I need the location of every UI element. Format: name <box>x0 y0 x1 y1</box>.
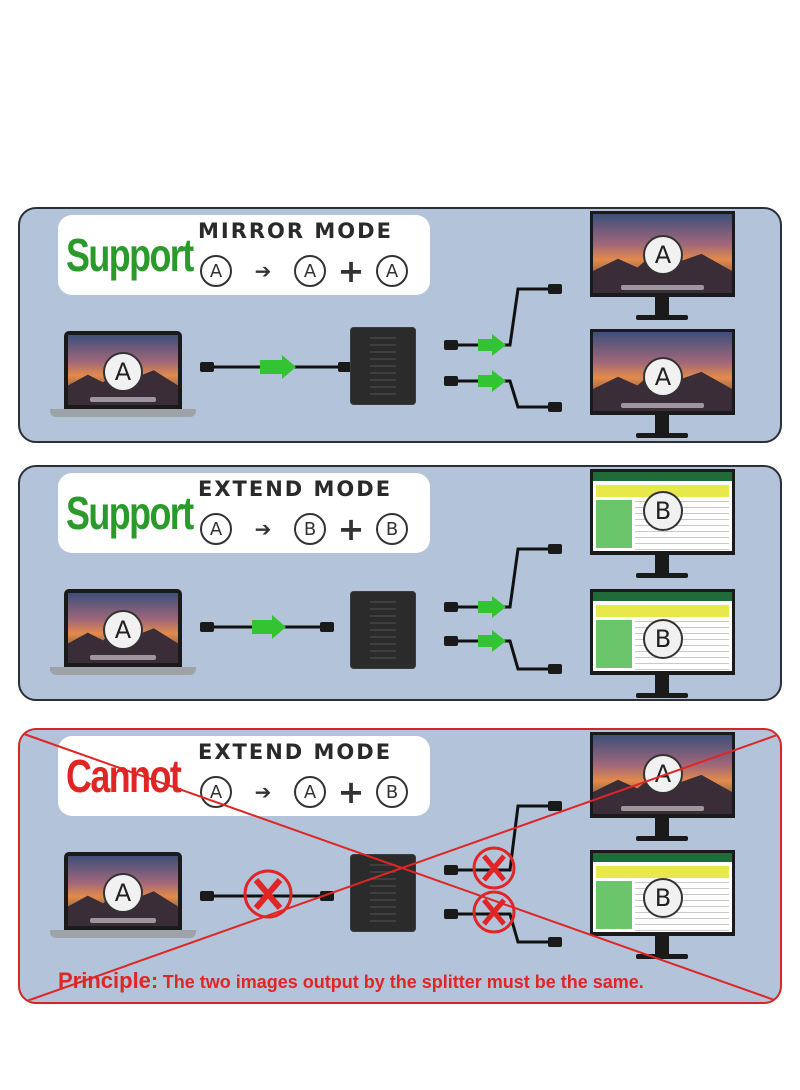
laptop-image-label: A <box>103 873 143 913</box>
support-status: Support <box>66 229 194 281</box>
hdmi-splitter <box>350 591 416 669</box>
mirror-mode-panel: Support MIRROR MODE A ➔ A + A A A <box>18 207 782 443</box>
monitor-1-image-label: A <box>643 235 683 275</box>
input-signal-arrow-icon <box>252 615 286 639</box>
monitor-1-image-label: B <box>643 491 683 531</box>
output-1-symbol: B <box>294 513 326 545</box>
extend-mode-panel: Support EXTEND MODE A ➔ B + B A B <box>18 465 782 701</box>
output-signal-arrow-icon <box>478 370 506 392</box>
input-signal-arrow-icon <box>260 355 296 379</box>
support-status: Support <box>66 487 194 539</box>
output-signal-arrow-icon <box>478 334 506 356</box>
output-2-symbol: A <box>376 255 408 287</box>
laptop-image-label: A <box>103 352 143 392</box>
monitor-1-image-label: A <box>643 754 683 794</box>
principle-text: The two images output by the splitter mu… <box>162 972 644 992</box>
source-symbol: A <box>200 255 232 287</box>
principle-note: Principle: The two images output by the … <box>58 968 644 994</box>
output-signal-arrow-icon <box>478 630 506 652</box>
output-1-symbol: A <box>294 255 326 287</box>
blocked-signal-icon <box>472 846 516 890</box>
monitor-2-image-label: B <box>643 619 683 659</box>
blocked-signal-icon <box>472 890 516 934</box>
blocked-signal-icon <box>243 869 293 919</box>
formula-arrow: ➔ <box>254 259 272 283</box>
mode-label-box: Support MIRROR MODE A ➔ A + A <box>58 215 430 295</box>
laptop-image-label: A <box>103 610 143 650</box>
output-2-symbol: B <box>376 513 408 545</box>
formula-plus: + <box>337 252 365 290</box>
formula-plus: + <box>337 510 365 548</box>
principle-label: Principle: <box>58 968 159 993</box>
monitor-2-image-label: A <box>643 357 683 397</box>
mode-label-box: Support EXTEND MODE A ➔ B + B <box>58 473 430 553</box>
source-symbol: A <box>200 513 232 545</box>
cable-wiring <box>200 544 562 674</box>
formula-arrow: ➔ <box>254 517 272 541</box>
mode-title: EXTEND MODE <box>198 477 393 501</box>
mode-formula: A ➔ B + B <box>200 511 408 547</box>
monitor-2-image-label: B <box>643 878 683 918</box>
hdmi-splitter <box>350 854 416 932</box>
hdmi-splitter <box>350 327 416 405</box>
unsupported-extend-mode-panel: Cannot EXTEND MODE A ➔ A + B <box>18 728 782 1004</box>
mode-title: MIRROR MODE <box>198 219 393 243</box>
output-signal-arrow-icon <box>478 596 506 618</box>
mode-formula: A ➔ A + A <box>200 253 408 289</box>
cable-wiring <box>200 284 562 412</box>
